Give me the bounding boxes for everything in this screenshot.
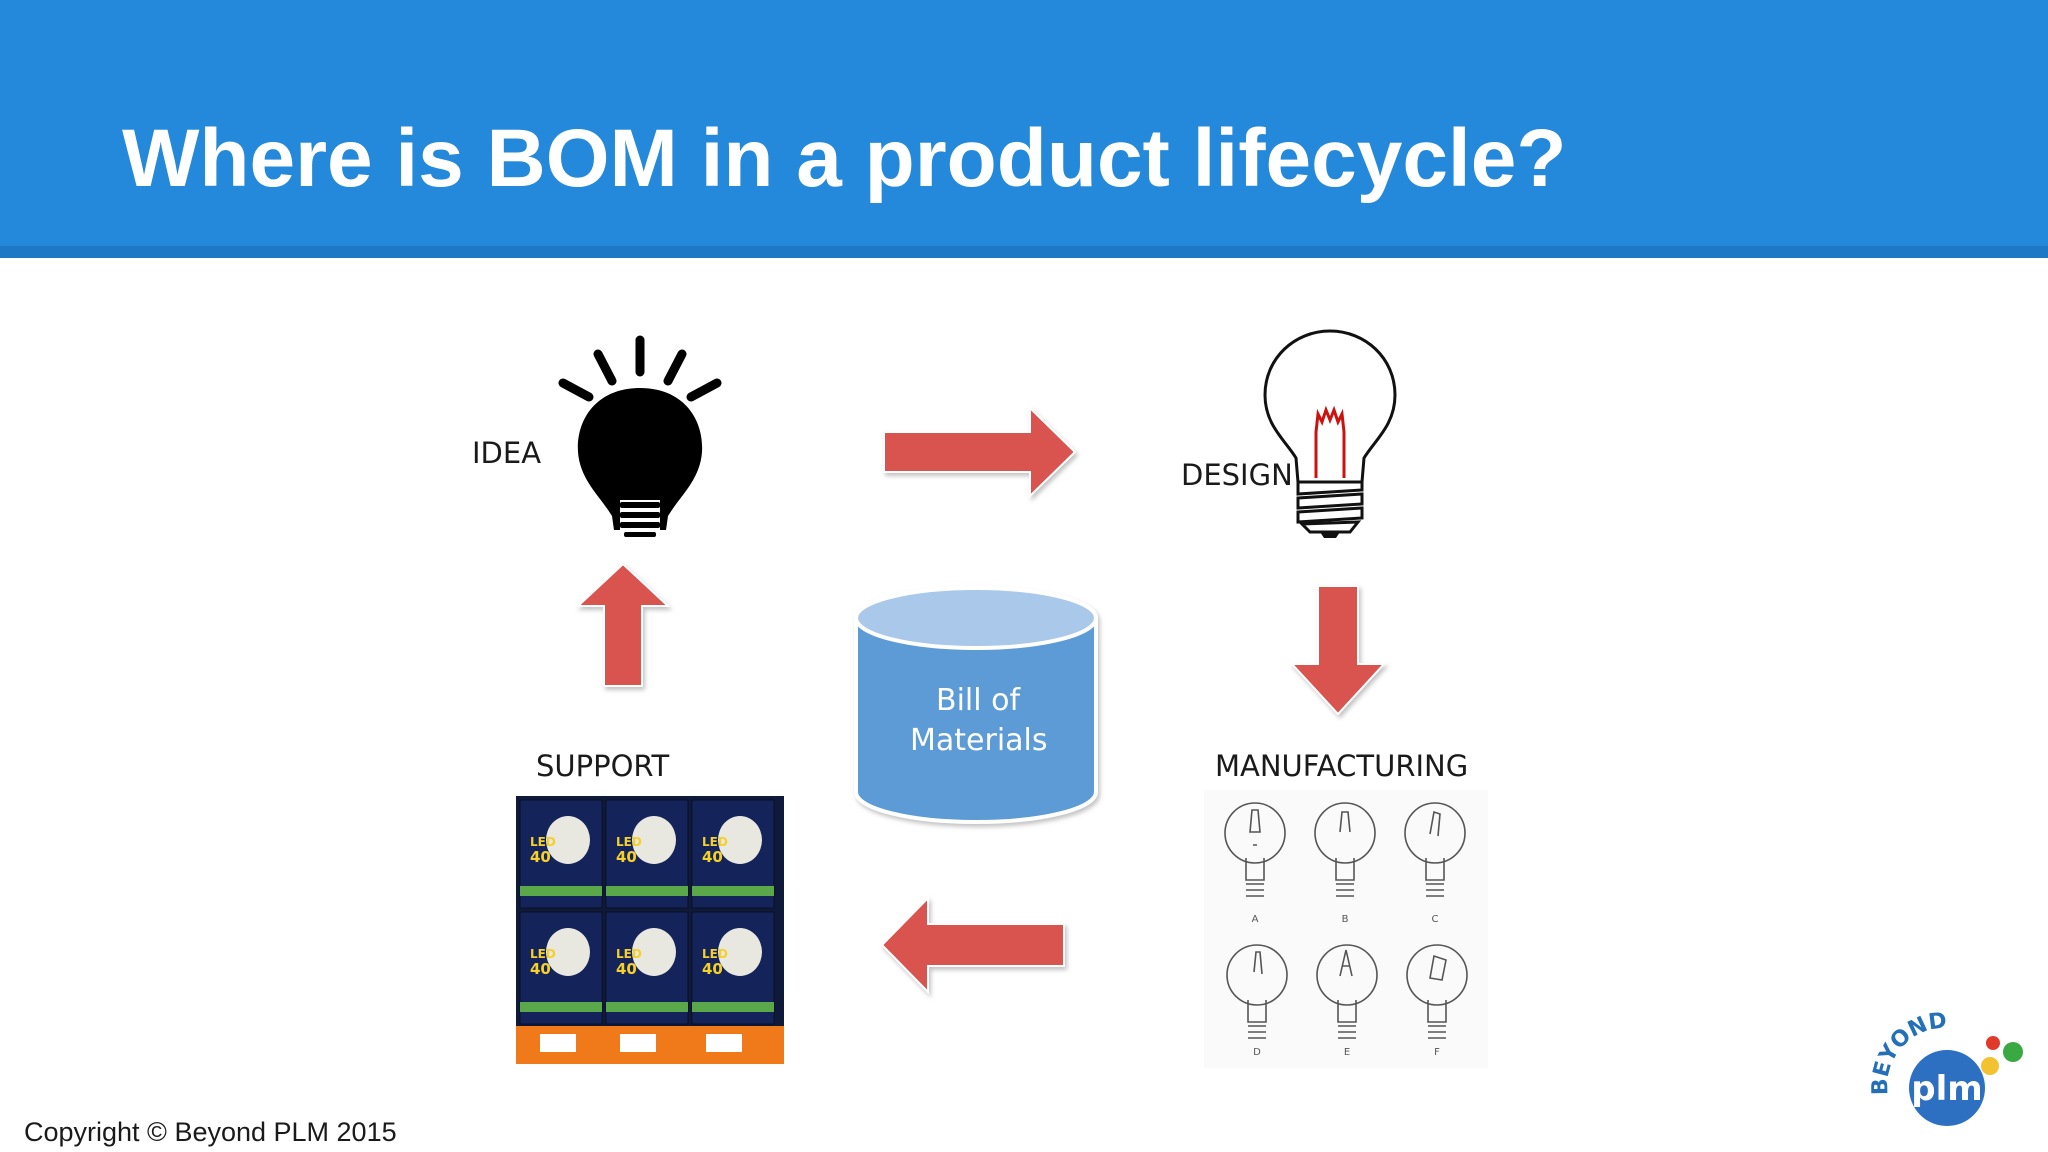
bulb-box-bulb <box>546 928 590 976</box>
bulb-box-stripe <box>606 1002 688 1012</box>
bulb-box-bulb <box>546 816 590 864</box>
arrow-up-support-to-idea <box>575 562 671 687</box>
stage-label-idea: IDEA <box>472 436 542 470</box>
bulb-box-label: LED <box>616 835 642 849</box>
copyright-text: Copyright © Beyond PLM 2015 <box>24 1117 397 1147</box>
bulb-box-label: LED <box>702 835 728 849</box>
bulb-box-bulb <box>632 816 676 864</box>
sketch-bulb-b <box>1314 802 1376 897</box>
manufacturing-bulb-sketches: A B C D E F <box>1204 790 1488 1068</box>
stage-label-manufacturing: MANUFACTURING <box>1215 749 1469 783</box>
bulb-box-label: LED <box>702 947 728 961</box>
bulb-box-label: 40 <box>530 960 551 978</box>
bulb-box-bulb <box>632 928 676 976</box>
bulb-box-label: LED <box>616 947 642 961</box>
sketch-bulb-c <box>1404 802 1466 897</box>
bulb-box-bulb <box>718 816 762 864</box>
arrow-left-manufacturing-to-support <box>880 895 1065 995</box>
bulb-box-label: 40 <box>702 848 723 866</box>
arrow-down-design-to-manufacturing <box>1289 585 1387 716</box>
bulb-box-label: 40 <box>702 960 723 978</box>
bom-label-line1: Bill of <box>936 683 1021 718</box>
bulb-box-label: LED <box>530 835 556 849</box>
bulb-box-label: LED <box>530 947 556 961</box>
stage-label-design: DESIGN <box>1181 458 1293 492</box>
sketch-label-e: E <box>1344 1047 1350 1058</box>
idea-lightbulb-icon <box>558 335 722 537</box>
arrow-right-idea-to-design <box>883 405 1077 499</box>
design-lightbulb-icon <box>1263 329 1397 538</box>
sketch-bulb-e <box>1316 944 1378 1039</box>
sketch-label-f: F <box>1434 1047 1440 1058</box>
bulb-box-label: 40 <box>616 960 637 978</box>
bulb-box-label: 40 <box>530 848 551 866</box>
sketch-label-d: D <box>1253 1047 1261 1058</box>
sketch-label-a: A <box>1252 914 1259 925</box>
logo-word-plm: plm <box>1911 1069 1982 1109</box>
bulb-box-stripe <box>692 886 774 896</box>
bulb-box-bulb <box>718 928 762 976</box>
bulb-box-label: 40 <box>616 848 637 866</box>
bulb-box-stripe <box>520 1002 602 1012</box>
bulb-box-stripe <box>606 886 688 896</box>
bom-cylinder <box>854 586 1098 824</box>
title-bar <box>0 0 2048 258</box>
bulb-box-stripe <box>692 1002 774 1012</box>
sketch-label-b: B <box>1342 914 1349 925</box>
slide-title: Where is BOM in a product lifecycle? <box>122 113 1567 204</box>
sketch-bulb-d <box>1226 944 1288 1039</box>
beyond-plm-logo: BEYOND plm <box>1868 1010 2023 1126</box>
stage-label-support: SUPPORT <box>536 749 670 783</box>
sketch-bulb-f <box>1406 944 1468 1039</box>
title-bar-rule <box>0 246 2048 258</box>
sketch-label-c: C <box>1432 914 1439 925</box>
bulb-box-stripe <box>520 886 602 896</box>
bom-label-line2: Materials <box>910 723 1048 758</box>
sketch-bulb-a <box>1224 802 1286 897</box>
